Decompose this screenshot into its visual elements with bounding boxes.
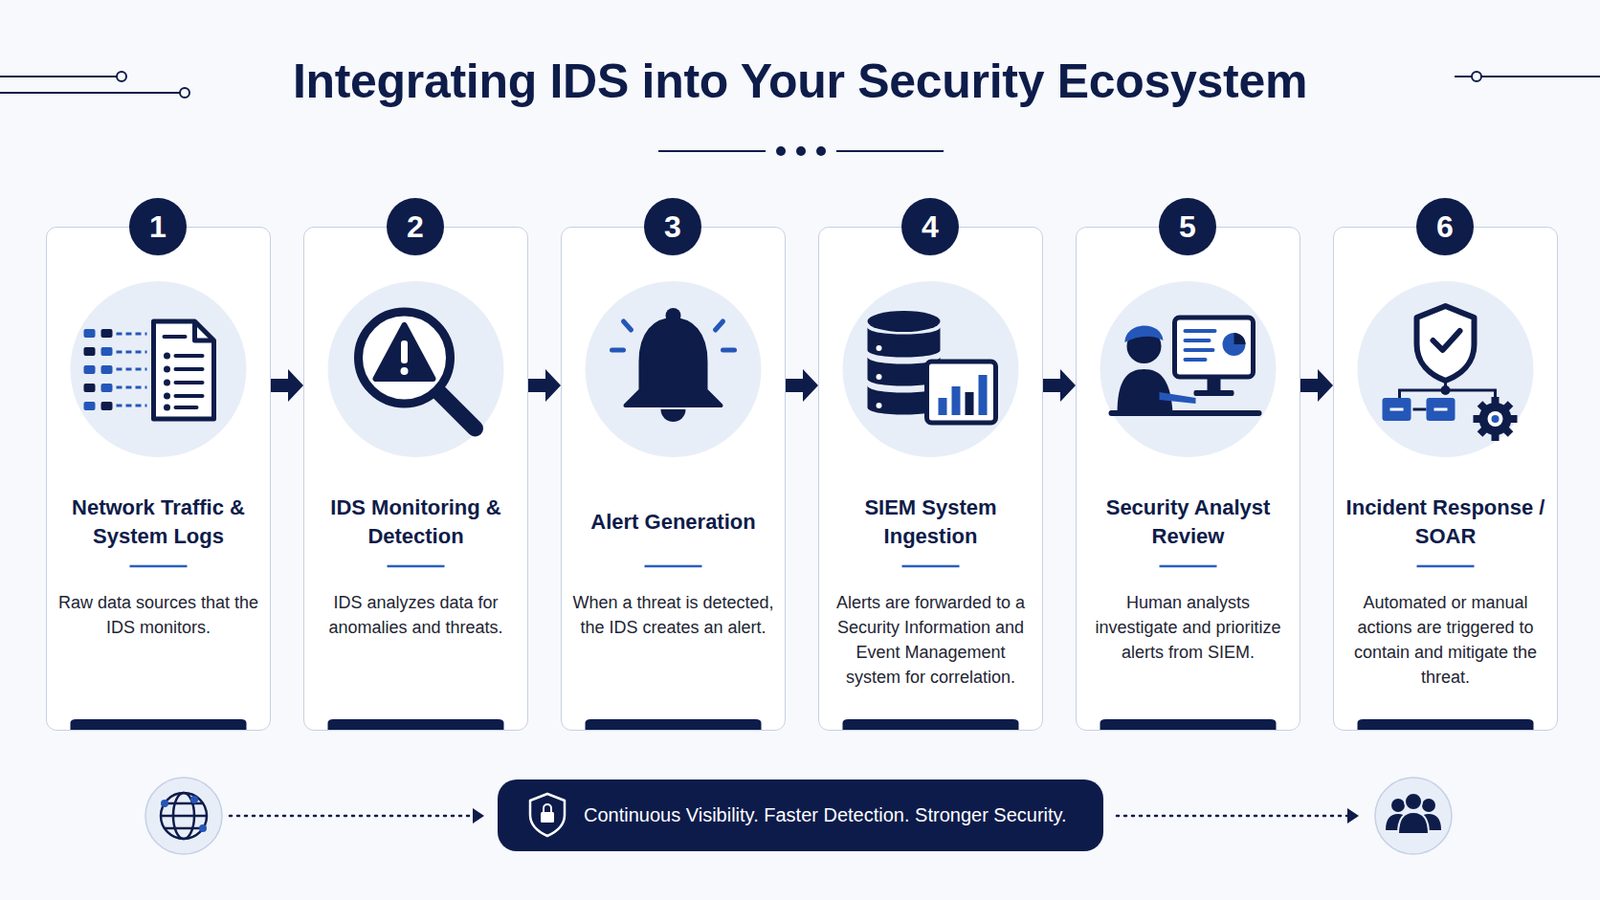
divider	[1417, 565, 1475, 569]
people-icon	[1375, 777, 1452, 855]
card-description-area: When a threat is detected, the IDS creat…	[570, 590, 777, 641]
globe-icon	[145, 777, 223, 855]
card-description-area: Human analysts investigate and prioritiz…	[1085, 590, 1291, 666]
lock-shield-icon	[530, 794, 565, 837]
tagline-banner: Continuous Visibility. Faster Detection.…	[497, 779, 1104, 852]
step-card: SIEM System IngestionAlerts are forwarde…	[818, 226, 1044, 732]
card-fill	[1333, 226, 1558, 732]
icon-disc	[1100, 281, 1277, 458]
flow-arrow	[785, 369, 819, 402]
flow-arrow	[1300, 369, 1334, 402]
card-heading-area: IDS Monitoring & Detection	[310, 478, 522, 567]
card-heading-area: Incident Response / SOAR	[1339, 478, 1552, 567]
card-description: Alerts are forwarded to a Security Infor…	[827, 590, 1034, 690]
card-description: Raw data sources that the IDS monitors.	[55, 590, 262, 641]
step-card: Incident Response / SOAR Automated or man…	[1333, 226, 1558, 732]
card-heading: Network Traffic & System Logs	[52, 493, 265, 553]
card-description-area: Automated or manual actions are triggere…	[1342, 590, 1549, 690]
card-fill	[45, 226, 271, 732]
divider	[902, 565, 960, 569]
card-description-area: Raw data sources that the IDS monitors.	[55, 590, 262, 641]
step-card: Alert GenerationWhen a threat is detecte…	[560, 226, 786, 732]
icon-disc	[70, 281, 247, 458]
step-number: 4	[901, 198, 959, 256]
card-heading-area: Network Traffic & System Logs	[52, 478, 265, 567]
divider	[1159, 565, 1218, 569]
tagline: Continuous Visibility. Faster Detection.…	[583, 804, 1067, 827]
log-icon	[84, 321, 215, 420]
card-heading: Security Analyst Review	[1082, 493, 1294, 553]
icon-disc	[843, 281, 1020, 458]
divider	[387, 565, 445, 569]
card-heading-area: Alert Generation	[567, 478, 779, 567]
step-card: Security Analyst ReviewHuman analysts in…	[1075, 226, 1301, 732]
card-description-area: IDS analyzes data for anomalies and thre…	[312, 590, 519, 641]
bell-icon	[612, 308, 735, 423]
step-number-text: 1	[149, 209, 167, 245]
divider	[644, 565, 703, 569]
icon-disc	[328, 281, 505, 458]
card-heading: SIEM System Ingestion	[824, 493, 1037, 553]
card-fill	[560, 226, 786, 732]
card-heading: IDS Monitoring & Detection	[310, 493, 522, 553]
flow-arrow	[1043, 369, 1076, 402]
card-description-area: Alerts are forwarded to a Security Infor…	[827, 590, 1034, 690]
flow-arrow	[528, 369, 561, 402]
icon-disc	[1357, 281, 1534, 458]
icon-disc	[585, 281, 762, 458]
flow-arrow	[270, 369, 304, 402]
card-heading: Incident Response / SOAR	[1339, 493, 1552, 553]
title-area: Integrating IDS into Your Security Ecosy…	[0, 47, 1600, 115]
card-heading: Alert Generation	[590, 508, 756, 537]
card-foot-bar	[1100, 719, 1277, 732]
step-number: 6	[1416, 198, 1474, 256]
step-number: 1	[129, 198, 187, 256]
card-foot-bar	[328, 719, 505, 732]
step-card: IDS Monitoring & DetectionIDS analyzes d…	[303, 226, 529, 732]
response-icon	[1382, 306, 1518, 442]
card-foot-bar	[843, 719, 1020, 732]
card-foot-bar	[70, 719, 247, 732]
step-number: 2	[386, 198, 445, 256]
card-heading-area: SIEM System Ingestion	[824, 478, 1037, 567]
analyst-icon	[1111, 317, 1260, 414]
card-foot-bar	[585, 719, 762, 732]
card-foot-bar	[1357, 719, 1534, 732]
step-number-text: 3	[664, 209, 682, 245]
step-card: Network Traffic & System LogsRaw data so…	[45, 226, 271, 732]
card-description: Human analysts investigate and prioritiz…	[1085, 590, 1291, 666]
card-fill	[1075, 226, 1301, 732]
step-number-text: 4	[921, 209, 939, 245]
card-description: Automated or manual actions are triggere…	[1342, 590, 1549, 690]
divider	[130, 565, 188, 569]
step-number-text: 2	[406, 209, 424, 245]
card-description: IDS analyzes data for anomalies and thre…	[312, 590, 519, 641]
step-number: 5	[1158, 198, 1217, 256]
card-fill	[818, 226, 1044, 732]
step-number-text: 5	[1178, 209, 1197, 245]
step-number-text: 6	[1436, 209, 1454, 245]
step-number: 3	[644, 198, 702, 256]
card-fill	[303, 226, 529, 732]
database-icon	[867, 311, 997, 423]
card-description: When a threat is detected, the IDS creat…	[570, 590, 777, 641]
title: Integrating IDS into Your Security Ecosy…	[292, 54, 1308, 109]
card-heading-area: Security Analyst Review	[1082, 478, 1294, 567]
magnifier-icon	[358, 311, 476, 429]
